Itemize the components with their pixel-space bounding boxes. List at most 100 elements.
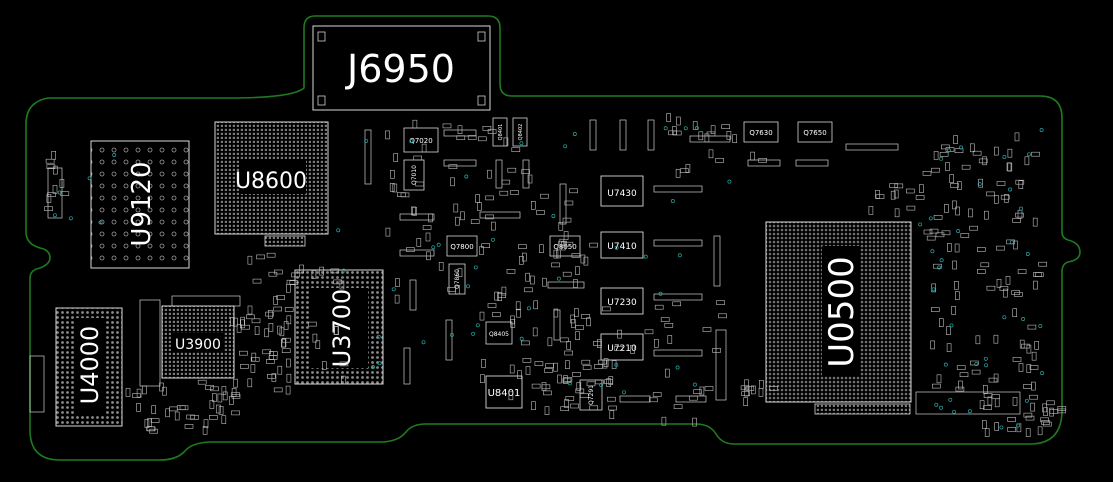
small-part	[999, 286, 1009, 291]
small-part	[685, 164, 691, 173]
small-part	[312, 333, 318, 343]
small-part	[744, 379, 749, 389]
label-u8401: U8401	[488, 388, 521, 399]
small-part	[545, 363, 554, 369]
small-part	[1049, 408, 1059, 414]
small-part	[570, 319, 576, 328]
small-part	[958, 380, 963, 390]
small-part	[1031, 381, 1036, 391]
small-part	[994, 398, 1000, 408]
small-part	[330, 268, 340, 274]
small-part	[525, 366, 531, 375]
via	[930, 249, 935, 254]
small-part	[664, 322, 674, 328]
small-part	[563, 377, 573, 382]
via	[377, 361, 382, 366]
small-parts-cluster	[44, 113, 1067, 437]
small-part	[983, 405, 992, 410]
small-part	[675, 169, 681, 178]
small-part	[875, 190, 880, 199]
small-part	[565, 396, 575, 401]
via	[949, 323, 954, 328]
small-part	[315, 340, 321, 350]
small-part	[586, 381, 596, 387]
small-part	[202, 425, 208, 435]
small-part	[564, 350, 574, 356]
label-j6950: J6950	[345, 47, 455, 91]
small-part	[553, 308, 559, 318]
chip-u8401: U8401	[485, 375, 523, 409]
small-part	[544, 406, 550, 416]
small-part	[1042, 403, 1047, 413]
small-part	[1038, 261, 1047, 267]
small-part	[536, 210, 545, 215]
via	[599, 383, 604, 387]
small-part	[212, 393, 217, 402]
label-u0500: U0500	[822, 256, 862, 367]
small-part	[1026, 344, 1032, 354]
small-part	[559, 337, 569, 343]
small-part	[1015, 212, 1024, 218]
via	[694, 126, 699, 131]
via	[1002, 154, 1007, 159]
small-part	[954, 243, 960, 253]
small-part	[184, 424, 194, 429]
small-part	[581, 313, 590, 319]
chip-u0500: U0500	[765, 221, 912, 415]
small-part	[976, 269, 986, 274]
via	[683, 126, 688, 131]
small-part	[586, 317, 591, 327]
small-part	[589, 405, 599, 411]
small-part	[732, 134, 738, 143]
small-part	[179, 405, 189, 411]
via	[68, 216, 73, 221]
small-part	[741, 391, 751, 397]
small-part	[712, 348, 721, 353]
small-part	[1049, 407, 1054, 417]
label-u7210: U7210	[607, 344, 637, 354]
small-part	[400, 192, 410, 198]
small-part	[299, 264, 305, 274]
transistor-q7860: Q7860	[448, 263, 466, 295]
small-part	[291, 272, 300, 278]
small-part	[151, 405, 156, 414]
small-part	[993, 146, 999, 156]
small-part	[933, 215, 943, 220]
small-part	[976, 247, 986, 252]
via	[974, 362, 979, 367]
small-part	[475, 194, 480, 203]
small-part	[539, 244, 544, 253]
small-part	[710, 125, 716, 134]
small-part	[521, 169, 530, 174]
small-part	[953, 135, 958, 144]
label-u7410: U7410	[607, 242, 637, 252]
small-part	[946, 326, 951, 336]
small-part	[533, 300, 539, 310]
via	[1008, 187, 1013, 192]
small-part	[277, 365, 283, 375]
small-part	[978, 158, 988, 164]
via	[336, 228, 341, 233]
via	[658, 291, 663, 296]
label-u4000: U4000	[76, 326, 104, 405]
small-part	[692, 121, 698, 130]
via	[421, 340, 426, 345]
small-part	[273, 269, 283, 275]
small-part	[229, 396, 234, 405]
small-part	[333, 279, 343, 285]
small-part	[51, 151, 57, 160]
small-part	[511, 147, 521, 152]
small-part	[1000, 194, 1010, 200]
small-part	[531, 401, 536, 411]
small-part	[570, 403, 579, 409]
small-part	[750, 151, 756, 161]
small-part	[453, 203, 459, 213]
small-part	[744, 387, 749, 397]
small-part	[521, 340, 530, 346]
via	[1024, 398, 1029, 403]
small-part	[481, 243, 491, 248]
label-q8402: Q8402	[518, 124, 524, 141]
small-part	[946, 243, 952, 252]
small-part	[284, 307, 294, 312]
label-q7010: Q7010	[411, 165, 418, 185]
